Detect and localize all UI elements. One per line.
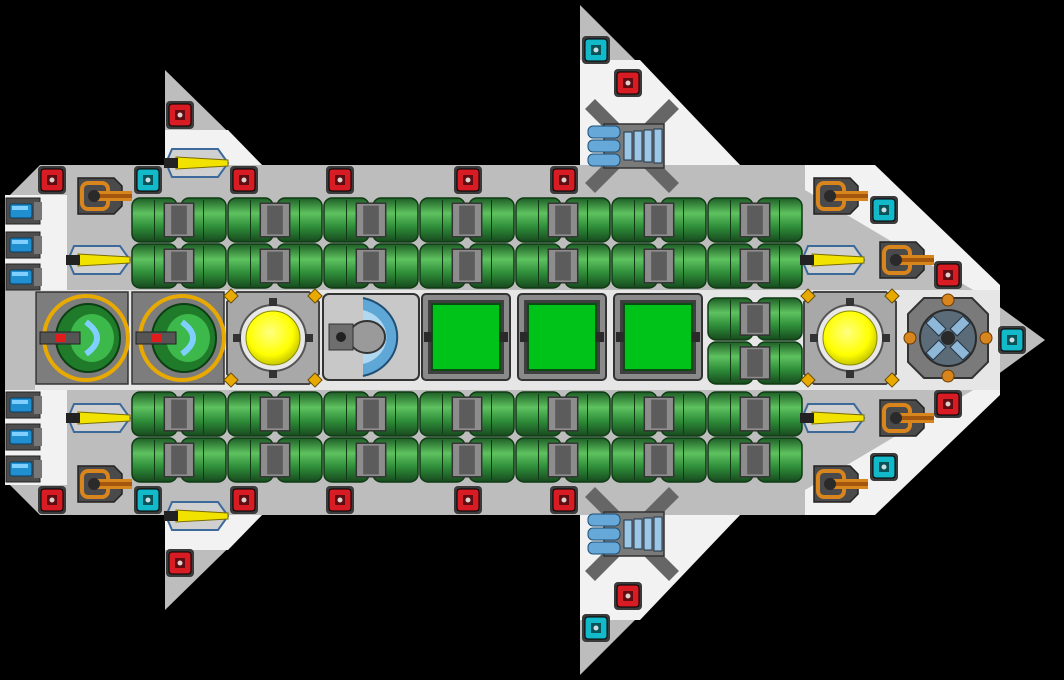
blue-thruster-icon [5, 231, 42, 259]
red-square-node-icon [230, 166, 258, 194]
green-fuel-tank-icon [131, 197, 227, 243]
yellow-reactor-core-icon [800, 288, 900, 388]
blue-engine-icon [585, 487, 679, 581]
cyan-square-node-icon [998, 326, 1026, 354]
green-fuel-tank-icon [707, 297, 803, 341]
green-fuel-tank-icon [131, 243, 227, 289]
green-fuel-tank-icon [707, 197, 803, 243]
green-fuel-tank-icon [227, 391, 323, 437]
red-square-node-icon [454, 166, 482, 194]
cyan-square-node-icon [582, 614, 610, 642]
green-fuel-tank-icon [611, 391, 707, 437]
green-fuel-tank-icon [323, 391, 419, 437]
green-fuel-tank-icon [131, 437, 227, 483]
green-cargo-bay-icon [613, 293, 703, 381]
green-fuel-tank-icon [707, 243, 803, 289]
cyan-square-node-icon [134, 166, 162, 194]
yellow-cannon-icon [164, 148, 230, 178]
blue-engine-icon-body [585, 487, 679, 581]
blue-thruster-icon [5, 263, 42, 291]
green-cargo-bay-icon [421, 293, 511, 381]
yellow-cannon-icon [66, 403, 132, 433]
red-square-node-icon [326, 486, 354, 514]
green-fuel-tank-icon [515, 391, 611, 437]
red-square-node-icon [166, 101, 194, 129]
red-square-node-icon [550, 166, 578, 194]
orange-turret-icon [813, 465, 868, 503]
cyan-square-node-icon [870, 453, 898, 481]
red-square-node-icon [614, 69, 642, 97]
blue-thruster-icon [5, 455, 42, 483]
green-fuel-tank-icon [707, 391, 803, 437]
green-fuel-tank-icon [419, 197, 515, 243]
orange-turret-icon [77, 465, 132, 503]
red-square-node-icon [934, 390, 962, 418]
green-fuel-tank-icon [515, 197, 611, 243]
green-fuel-tank-icon [707, 437, 803, 483]
yellow-cannon-icon [164, 501, 230, 531]
yellow-cannon-icon [800, 403, 866, 433]
cyan-square-node-icon [870, 196, 898, 224]
green-fuel-tank-icon [419, 391, 515, 437]
green-heavy-turret-icon [35, 291, 130, 385]
cyan-square-node-icon [582, 36, 610, 64]
blue-cockpit-icon [322, 293, 420, 381]
red-square-node-icon [614, 582, 642, 610]
green-fuel-tank-icon [707, 341, 803, 385]
green-fuel-tank-icon [323, 437, 419, 483]
green-cargo-bay-icon [517, 293, 607, 381]
module-layer [5, 36, 1026, 642]
green-fuel-tank-icon [323, 243, 419, 289]
green-fuel-tank-icon [227, 437, 323, 483]
green-heavy-turret-icon [131, 291, 226, 385]
orange-turret-icon [879, 241, 934, 279]
red-square-node-icon [166, 549, 194, 577]
red-square-node-icon [326, 166, 354, 194]
blue-thruster-icon [5, 197, 42, 225]
blue-engine-icon-body [585, 99, 679, 193]
red-square-node-icon [934, 261, 962, 289]
green-fuel-tank-icon [515, 243, 611, 289]
red-square-node-icon [38, 486, 66, 514]
green-fuel-tank-icon [227, 197, 323, 243]
cyan-square-node-icon [134, 486, 162, 514]
red-square-node-icon [454, 486, 482, 514]
green-fuel-tank-icon [419, 243, 515, 289]
blue-thruster-icon [5, 423, 42, 451]
yellow-cannon-icon [800, 245, 866, 275]
gray-gyroscope-icon [903, 293, 993, 383]
red-square-node-icon [550, 486, 578, 514]
blue-engine-icon [585, 99, 679, 193]
green-fuel-tank-icon [611, 437, 707, 483]
yellow-reactor-core-icon [223, 288, 323, 388]
green-fuel-tank-icon [611, 243, 707, 289]
green-fuel-tank-icon [131, 391, 227, 437]
orange-turret-icon [813, 177, 868, 215]
red-square-node-icon [230, 486, 258, 514]
yellow-cannon-icon [66, 245, 132, 275]
blue-thruster-icon [5, 391, 42, 419]
red-square-node-icon [38, 166, 66, 194]
green-fuel-tank-icon [611, 197, 707, 243]
green-fuel-tank-icon [419, 437, 515, 483]
green-fuel-tank-icon [323, 197, 419, 243]
green-fuel-tank-icon [515, 437, 611, 483]
orange-turret-icon [879, 399, 934, 437]
green-fuel-tank-icon [227, 243, 323, 289]
orange-turret-icon [77, 177, 132, 215]
